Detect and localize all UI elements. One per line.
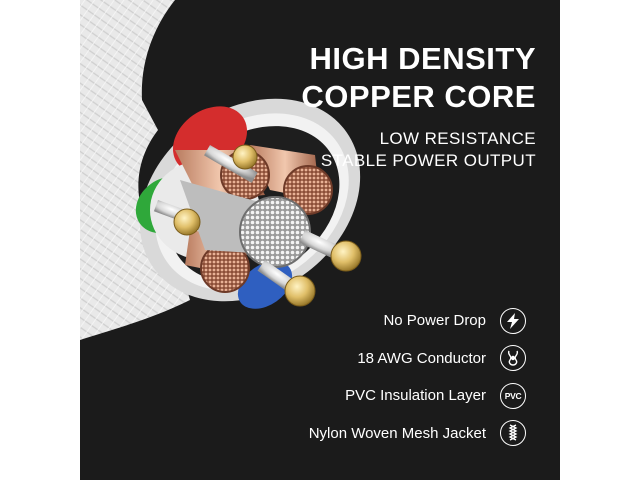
feature-list: No Power Drop 18 AWG Conductor PVC Insul… (226, 302, 526, 452)
product-banner: HIGH DENSITY COPPER CORE LOW RESISTANCE … (80, 0, 560, 480)
cable-cross-section-illustration (80, 0, 362, 340)
gold-tipped-conductors (153, 144, 362, 307)
feature-item: PVC Insulation Layer PVC (226, 377, 526, 415)
subheadline: LOW RESISTANCE STABLE POWER OUTPUT (321, 128, 536, 172)
headline-line-1: HIGH DENSITY (309, 41, 536, 76)
feature-item: No Power Drop (226, 302, 526, 340)
silver-core (239, 196, 311, 268)
pvc-icon: PVC (500, 382, 526, 409)
subheadline-line-1: LOW RESISTANCE (379, 129, 536, 148)
feature-item: Nylon Woven Mesh Jacket (226, 415, 526, 453)
nylon-jacket (80, 0, 175, 300)
pvc-icon-text: PVC (504, 390, 522, 401)
feature-label: 18 AWG Conductor (357, 349, 486, 367)
feature-item: 18 AWG Conductor (226, 340, 526, 378)
headline-line-2: COPPER CORE (301, 79, 536, 114)
feature-label: PVC Insulation Layer (345, 387, 486, 405)
lightning-bolt-icon (500, 307, 526, 334)
feature-label: Nylon Woven Mesh Jacket (308, 424, 486, 442)
feature-label: No Power Drop (383, 312, 486, 330)
headline: HIGH DENSITY COPPER CORE (301, 40, 536, 116)
braid-icon (500, 420, 526, 447)
subheadline-line-2: STABLE POWER OUTPUT (320, 151, 536, 170)
conductor-wires-icon (500, 345, 526, 372)
